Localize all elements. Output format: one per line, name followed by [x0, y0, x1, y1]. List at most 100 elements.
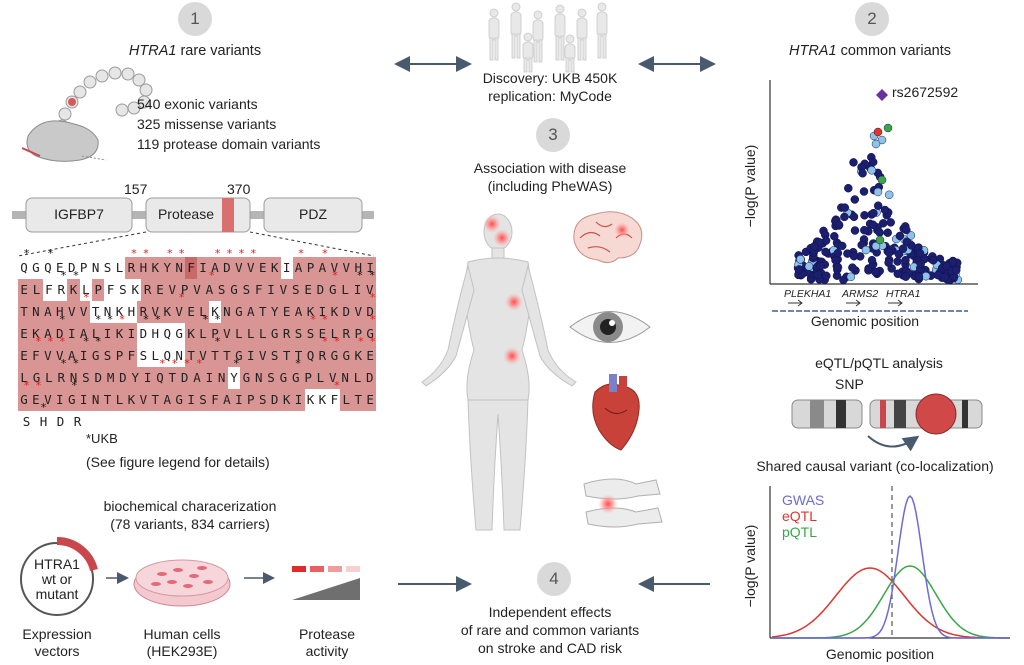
sequence-residue: H* — [35, 402, 52, 433]
human-body-illustration — [421, 213, 577, 531]
sequence-residue: K* — [352, 336, 365, 367]
sequence-residue: K — [280, 389, 293, 411]
sequence-residue: R — [69, 411, 86, 433]
sequence-residue: I* — [351, 270, 364, 301]
population-illustration — [488, 2, 608, 73]
manhattan-point — [948, 257, 958, 266]
sequence-residue: V — [197, 345, 209, 367]
sequence-residue: G — [232, 345, 245, 367]
sequence-residue: I* — [77, 336, 90, 367]
sequence-residue: G* — [326, 270, 339, 301]
sequence-residue: D — [314, 279, 327, 301]
manhattan-point — [868, 157, 878, 167]
sequence-residue: K — [209, 301, 221, 323]
sequence-residue: T — [185, 345, 198, 367]
expression-vector-icon — [20, 536, 98, 616]
sequence-residue: G — [340, 345, 353, 367]
sequence-residue: G* — [89, 336, 102, 367]
manhattan-highlight-point — [877, 135, 887, 145]
sequence-residue: L — [351, 367, 364, 389]
manhattan-point — [871, 267, 880, 277]
protease-label-1: Protease — [298, 626, 356, 642]
sequence-residue: P — [178, 279, 191, 301]
eqtl-curve — [771, 567, 1008, 639]
manhattan-point — [869, 208, 878, 218]
manhattan-point — [940, 273, 949, 282]
sequence-residue: V — [352, 301, 365, 323]
manhattan-point — [883, 228, 892, 237]
manhattan-point — [864, 266, 873, 275]
sequence-residue: E — [53, 257, 66, 279]
sequence-residue: V — [190, 279, 204, 301]
manhattan-point — [868, 220, 878, 230]
sequence-residue: V — [328, 257, 341, 279]
sequence-residue: P — [92, 279, 105, 301]
panel1-title-gene: HTRA1 — [128, 43, 177, 59]
sequence-residue: Y* — [227, 358, 241, 389]
sequence-residue: T — [18, 301, 30, 323]
manhattan-point — [893, 257, 902, 266]
sequence-residue: E — [185, 301, 198, 323]
sequence-residue: K — [29, 323, 42, 345]
manhattan-highlight-point — [877, 175, 887, 185]
sequence-residue: H — [352, 257, 365, 279]
manhattan-point — [880, 205, 890, 215]
sequence-residue: G — [240, 367, 253, 389]
sequence-residue: E — [301, 279, 315, 301]
culture-dish-icon — [133, 559, 231, 607]
sequence-residue: K — [113, 301, 126, 323]
gene-htra1: HTRA1 — [886, 288, 921, 300]
sequence-residue: F — [125, 345, 138, 367]
sequence-residue: G — [30, 367, 43, 389]
sequence-residue: D* — [364, 292, 377, 323]
manhattan-point — [898, 244, 908, 253]
sequence-residue: V — [326, 367, 339, 389]
sequence-residue: F — [42, 279, 56, 301]
sequence-residue: A — [77, 323, 90, 345]
sequence-residue: L — [244, 323, 257, 345]
sequence-residue: V* — [41, 336, 54, 367]
sequence-residue: H* — [149, 314, 162, 345]
sequence-residue: S — [79, 367, 93, 389]
sequence-residue: N — [29, 301, 42, 323]
cells-label-1: Human cells — [143, 626, 221, 642]
biochem-title-1: biochemical characerization — [103, 498, 277, 514]
sequence-residue: S — [101, 257, 114, 279]
sequence-residue: A — [244, 301, 257, 323]
sequence-residue: N — [101, 301, 114, 323]
sequence-residue: N — [220, 301, 233, 323]
sequence-residue: K — [316, 389, 329, 411]
sequence-residue: N — [252, 367, 265, 389]
manhattan-point — [849, 212, 859, 222]
sequence-residue: I — [364, 257, 377, 279]
sequence-residue: D — [363, 367, 376, 389]
panel1-title-rest: rare variants — [176, 43, 262, 59]
eye-icon — [569, 311, 651, 343]
sequence-residue: A* — [292, 248, 305, 279]
sequence-residue: L* — [89, 314, 102, 345]
vector-line-3: mutant — [35, 586, 79, 602]
sequence-residue: V* — [244, 248, 257, 279]
sequence-residue: E — [18, 323, 30, 345]
coloc-plot — [769, 486, 1010, 639]
sequence-residue: V* — [363, 270, 376, 301]
coloc-title: Shared causal variant (co-localization) — [756, 458, 994, 474]
sequence-residue: N — [215, 367, 228, 389]
sequence-residue: F* — [29, 336, 42, 367]
sequence-residue: S — [137, 345, 150, 367]
protein-illustration — [21, 66, 153, 162]
cells-label-2: (HEK293E) — [146, 643, 218, 659]
manhattan-point — [850, 226, 860, 235]
sequence-residue: S — [264, 367, 278, 389]
sequence-residue: Q — [304, 345, 317, 367]
spine-icon — [583, 478, 663, 528]
manhattan-point — [884, 190, 894, 200]
eqtl-title: eQTL/pQTL analysis — [815, 355, 943, 371]
sequence-residue: R* — [316, 336, 329, 367]
domain-pos-start: 157 — [124, 181, 148, 197]
sequence-residue: L — [328, 323, 341, 345]
sequence-residue: V* — [232, 248, 245, 279]
sequence-residue: D* — [220, 248, 233, 279]
